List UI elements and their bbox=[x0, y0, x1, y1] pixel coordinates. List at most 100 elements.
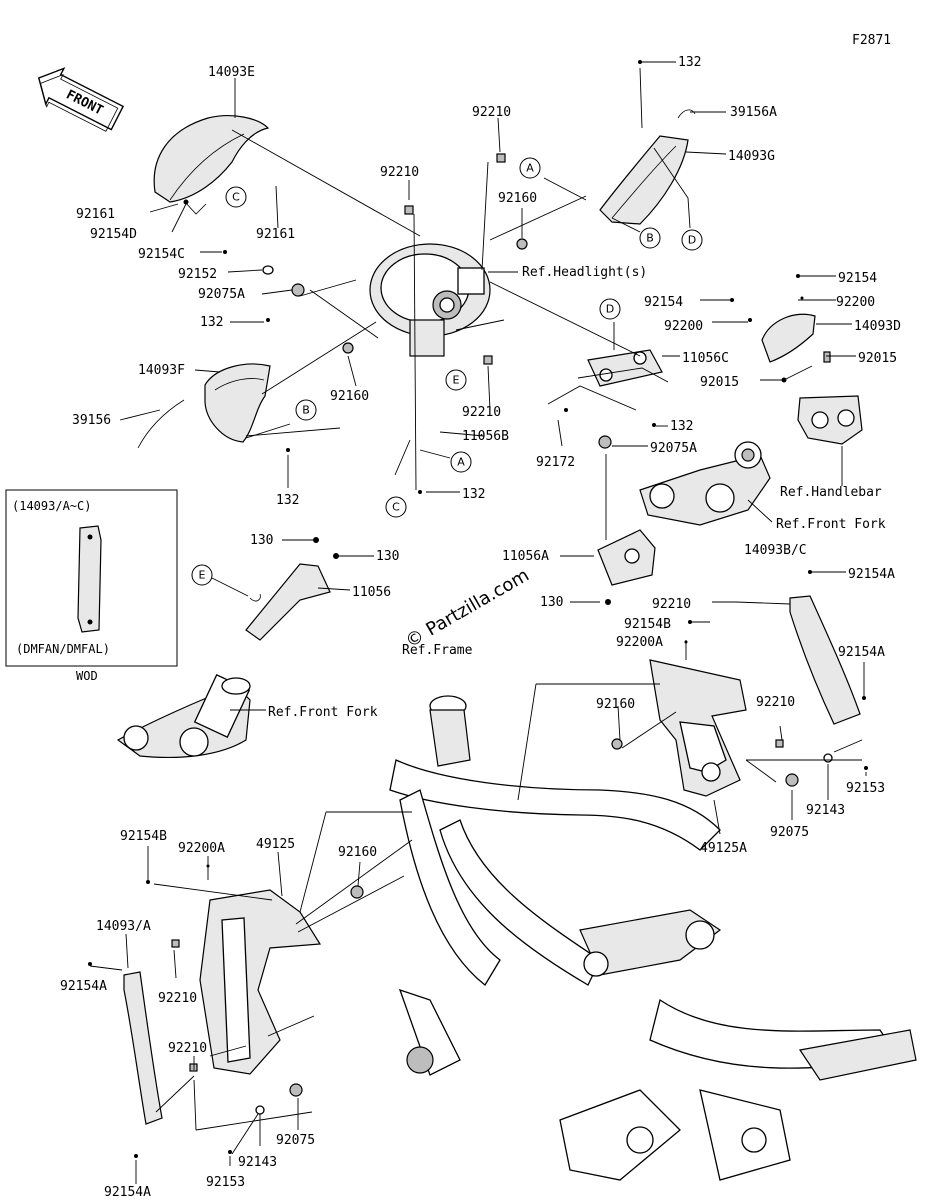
part-label: 92015 bbox=[700, 375, 739, 390]
part-label: 92161 bbox=[256, 227, 295, 242]
part-label: 39156 bbox=[72, 413, 111, 428]
part-label: 132 bbox=[200, 315, 223, 330]
ref-frame: Ref.Frame bbox=[402, 643, 473, 658]
shroud-49125A bbox=[649, 659, 747, 797]
part-label: 92154A bbox=[848, 567, 895, 582]
callout-b-top: B bbox=[639, 227, 661, 249]
part-label: 92154B bbox=[120, 829, 167, 844]
part-label: 92154A bbox=[60, 979, 107, 994]
callout-c-upper: C bbox=[225, 186, 247, 208]
part-label: 92154A bbox=[104, 1185, 151, 1200]
cover-14093E bbox=[153, 115, 270, 203]
part-label: 92200A bbox=[178, 841, 225, 856]
part-label: 92152 bbox=[178, 267, 217, 282]
svg-text:D: D bbox=[688, 234, 696, 247]
svg-text:B: B bbox=[302, 404, 310, 417]
part-label: 92075 bbox=[770, 825, 809, 840]
part-label: 92153 bbox=[846, 781, 885, 796]
part-label: 14093G bbox=[728, 149, 775, 164]
svg-text:E: E bbox=[453, 374, 460, 387]
part-label: 92200 bbox=[664, 319, 703, 334]
part-label: 92154 bbox=[644, 295, 683, 310]
part-label: 92161 bbox=[76, 207, 115, 222]
part-label: 92172 bbox=[536, 455, 575, 470]
part-label: 49125 bbox=[256, 837, 295, 852]
part-labels: 14093E 92161 92154D 92161 92154C 92152 9… bbox=[60, 55, 901, 1200]
part-label: 92200 bbox=[836, 295, 875, 310]
part-label: 92154D bbox=[90, 227, 137, 242]
part-label: 132 bbox=[276, 493, 299, 508]
letter-callouts: C A B D B E D A C E bbox=[191, 157, 703, 586]
part-label: 49125A bbox=[700, 841, 747, 856]
callout-a-top: A bbox=[519, 157, 541, 179]
part-label: 92015 bbox=[858, 351, 897, 366]
cover-14093BC bbox=[789, 595, 861, 725]
part-label: 92143 bbox=[238, 1155, 277, 1170]
callout-a-center: A bbox=[450, 451, 472, 473]
svg-text:A: A bbox=[526, 162, 534, 175]
part-label: 130 bbox=[540, 595, 563, 610]
part-label: 92210 bbox=[380, 165, 419, 180]
part-label: 92154A bbox=[838, 645, 885, 660]
nuts-and-grommets bbox=[171, 153, 833, 1115]
ref-front-fork-upper: Ref.Front Fork bbox=[776, 517, 886, 532]
part-label: 92160 bbox=[596, 697, 635, 712]
callout-b-left: B bbox=[295, 399, 317, 421]
part-label: 14093E bbox=[208, 65, 255, 80]
part-label: 92160 bbox=[498, 191, 537, 206]
part-label: 11056 bbox=[352, 585, 391, 600]
upper-triple-clamp bbox=[639, 441, 771, 526]
leader-lines bbox=[89, 61, 867, 1184]
part-label: 92154B bbox=[624, 617, 671, 632]
svg-text:C: C bbox=[232, 191, 240, 204]
callout-d-top: D bbox=[681, 229, 703, 251]
headlight-housing bbox=[369, 243, 491, 357]
part-label: 92160 bbox=[330, 389, 369, 404]
figure-code: F2871 bbox=[852, 33, 891, 48]
part-label: 14093/A bbox=[96, 919, 151, 934]
callout-e-center: E bbox=[445, 369, 467, 391]
cover-14093D bbox=[761, 313, 816, 363]
part-label: 92075 bbox=[276, 1133, 315, 1148]
part-label: 92210 bbox=[472, 105, 511, 120]
callout-e-left: E bbox=[191, 564, 213, 586]
handlebar-clamp bbox=[797, 395, 863, 445]
cover-14093G bbox=[599, 135, 689, 225]
part-label: 132 bbox=[462, 487, 485, 502]
ref-headlight: Ref.Headlight(s) bbox=[522, 265, 647, 280]
part-label: 11056B bbox=[462, 429, 509, 444]
part-label: 132 bbox=[670, 419, 693, 434]
bracket-11056 bbox=[245, 563, 331, 641]
inset-title: (14093/A~C) bbox=[12, 499, 91, 513]
part-label: 92075A bbox=[198, 287, 245, 302]
part-label: 92210 bbox=[158, 991, 197, 1006]
ref-handlebar: Ref.Handlebar bbox=[780, 485, 882, 500]
part-label: 130 bbox=[250, 533, 273, 548]
part-label: 92153 bbox=[206, 1175, 245, 1190]
lower-triple-clamp bbox=[116, 673, 251, 759]
frame bbox=[389, 695, 917, 1181]
part-label: 130 bbox=[376, 549, 399, 564]
part-label: 92200A bbox=[616, 635, 663, 650]
part-label: 92210 bbox=[652, 597, 691, 612]
svg-text:D: D bbox=[606, 303, 614, 316]
part-label: 92154 bbox=[838, 271, 877, 286]
cover-14093A bbox=[123, 971, 163, 1125]
part-label: 92210 bbox=[756, 695, 795, 710]
part-label: 92075A bbox=[650, 441, 697, 456]
svg-text:B: B bbox=[646, 232, 654, 245]
part-label: 132 bbox=[678, 55, 701, 70]
callout-d-center: D bbox=[599, 298, 621, 320]
part-label: 11056A bbox=[502, 549, 549, 564]
front-arrow-icon: FRONT bbox=[37, 67, 125, 132]
part-label: 14093F bbox=[138, 363, 185, 378]
part-label: 92210 bbox=[168, 1041, 207, 1056]
shroud-49125 bbox=[199, 889, 322, 1075]
inset-variant: (DMFAN/DMFAL) bbox=[16, 642, 110, 656]
svg-text:C: C bbox=[392, 501, 400, 514]
part-label: 14093B/C bbox=[744, 543, 807, 558]
part-label: 92143 bbox=[806, 803, 845, 818]
cover-14093F bbox=[204, 363, 271, 443]
part-label: 92210 bbox=[462, 405, 501, 420]
part-label: 92154C bbox=[138, 247, 185, 262]
